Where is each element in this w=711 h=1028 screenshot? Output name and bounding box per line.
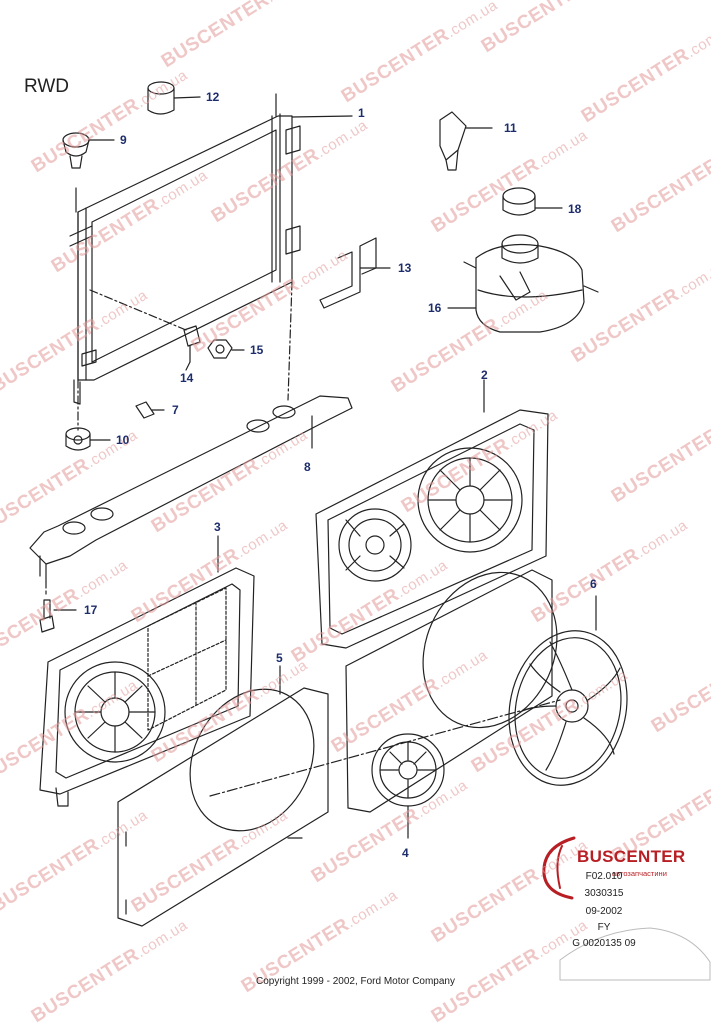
callout-18: 18: [568, 202, 582, 216]
bolt-part-7: [135, 401, 165, 419]
car-outline-mark: [559, 927, 711, 981]
variant-label: RWD: [24, 76, 70, 97]
callout-13: 13: [398, 261, 412, 275]
callout-16: 16: [428, 301, 442, 315]
reference-number: 3030315: [584, 888, 624, 899]
logo-brand-name: BUSCENTER: [577, 847, 686, 866]
reference-code: F02.010: [585, 871, 623, 882]
callout-4: 4: [402, 846, 409, 860]
expansion-tank-part-16: [447, 234, 599, 333]
copyright-notice: Copyright 1999 - 2002, Ford Motor Compan…: [256, 976, 455, 987]
callout-12: 12: [206, 90, 220, 104]
nut-part-15: [207, 339, 245, 359]
callout-11: 11: [504, 121, 517, 135]
clip-part-11: [439, 111, 493, 171]
callout-14: 14: [180, 371, 194, 385]
callout-7: 7: [172, 403, 179, 417]
fan-shroud-panel-part-5: [117, 665, 329, 927]
callout-10: 10: [116, 433, 130, 447]
reference-model: FY: [597, 922, 611, 933]
mount-part-10: [65, 427, 111, 451]
fan-shroud-small-fan-part-4: [209, 569, 561, 839]
reference-date: 09-2002: [585, 906, 623, 917]
twin-fan-shroud-part-2: [315, 379, 549, 649]
callout-3: 3: [214, 520, 221, 534]
callout-15: 15: [250, 343, 264, 357]
callout-1: 1: [358, 106, 365, 120]
single-fan-shroud-part-3: [39, 535, 255, 807]
cap-part-18: [502, 187, 563, 216]
stud-part-14: [183, 325, 201, 371]
fan-part-6: [508, 595, 628, 786]
callout-5: 5: [276, 651, 283, 665]
bushing-part-12: [147, 81, 201, 115]
callout-2: 2: [481, 368, 488, 382]
illustration-number: G 0020135 09: [572, 938, 636, 949]
callout-9: 9: [120, 133, 127, 147]
support-rail-part-8: [29, 395, 353, 595]
bracket-part-13: [319, 237, 391, 309]
callout-8: 8: [304, 460, 311, 474]
mount-part-9: [62, 132, 115, 169]
callout-17: 17: [84, 603, 98, 617]
logo-tagline: автозапчастини: [612, 869, 667, 878]
cooling-system-exploded-view: [29, 81, 711, 981]
bolt-part-17: [39, 599, 77, 633]
radiator-part-1: [69, 93, 353, 431]
callout-6: 6: [590, 577, 597, 591]
buscenter-logo-mark: [542, 836, 576, 900]
